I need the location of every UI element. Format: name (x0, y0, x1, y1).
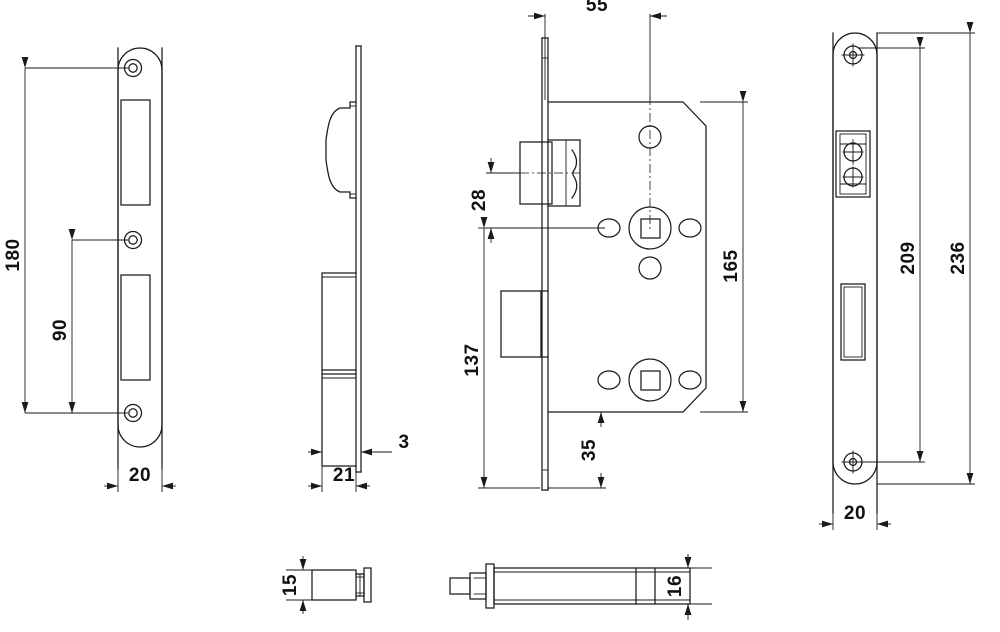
lockbody-case-outline (548, 102, 706, 412)
dim-35-group: 35 (548, 411, 606, 489)
dim-55-text: 55 (586, 0, 608, 16)
dim-165-group: 165 (700, 91, 748, 413)
detail-cylinder-body (312, 568, 371, 602)
view-detail-bolt: 16 (450, 554, 712, 620)
dim-55-group: 55 (528, 0, 667, 100)
lockbody-hole-left-lower (598, 371, 620, 389)
dim-21-text: 21 (333, 465, 355, 486)
view-lock-body: 55 28 137 165 (462, 0, 748, 490)
dim-180-text: 180 (3, 238, 24, 271)
faceplate-outline (118, 48, 162, 468)
faceplate-bolt-aperture (121, 275, 150, 380)
dim-20-right-text: 20 (844, 503, 866, 524)
dim-90-group: 90 (50, 229, 128, 414)
strikeplate-screw-top (841, 43, 865, 67)
dim-209-group: 209 (858, 37, 925, 463)
view-detail-small: 15 (280, 556, 371, 614)
dim-35-text: 35 (579, 439, 600, 461)
dim-236-group: 236 (877, 22, 975, 485)
dim-165-text: 165 (721, 249, 742, 282)
dim-16-text: 16 (665, 575, 686, 597)
faceplate-latch-aperture (121, 100, 150, 205)
dim-20-left-group: 20 (104, 465, 176, 492)
lockbody-hole-right-upper (679, 219, 701, 237)
dim-3-text: 3 (398, 432, 409, 453)
dim-16-group: 16 (665, 554, 712, 620)
side-case-blocks (322, 273, 356, 466)
view-faceplate-front: 180 90 20 (3, 48, 176, 492)
dim-28-group: 28 (469, 158, 605, 243)
strikeplate-keeper-box (836, 131, 870, 197)
dim-15-text: 15 (280, 574, 301, 596)
dim-90-text: 90 (50, 319, 71, 341)
lockbody-hole-mid (639, 257, 661, 279)
dim-21-group: 21 (308, 448, 370, 492)
view-strike-plate: 209 236 20 (819, 22, 975, 530)
side-latch-bolt-profile (326, 102, 356, 198)
dim-20-left-text: 20 (129, 465, 151, 486)
view-side-profile: 3 21 (308, 46, 409, 492)
dim-15-group: 15 (280, 556, 312, 614)
lockbody-deadbolt-block (501, 291, 541, 357)
dim-137-group: 137 (462, 217, 540, 489)
dim-209-text: 209 (898, 241, 919, 274)
dim-28-text: 28 (469, 189, 490, 211)
dim-20-right-group: 20 (819, 495, 891, 530)
lockbody-hole-right-lower (679, 371, 701, 389)
lockbody-spindle-lower (629, 359, 671, 401)
strikeplate-bolt-slot (841, 284, 865, 360)
dim-137-text: 137 (462, 343, 483, 376)
dim-236-text: 236 (948, 241, 969, 274)
